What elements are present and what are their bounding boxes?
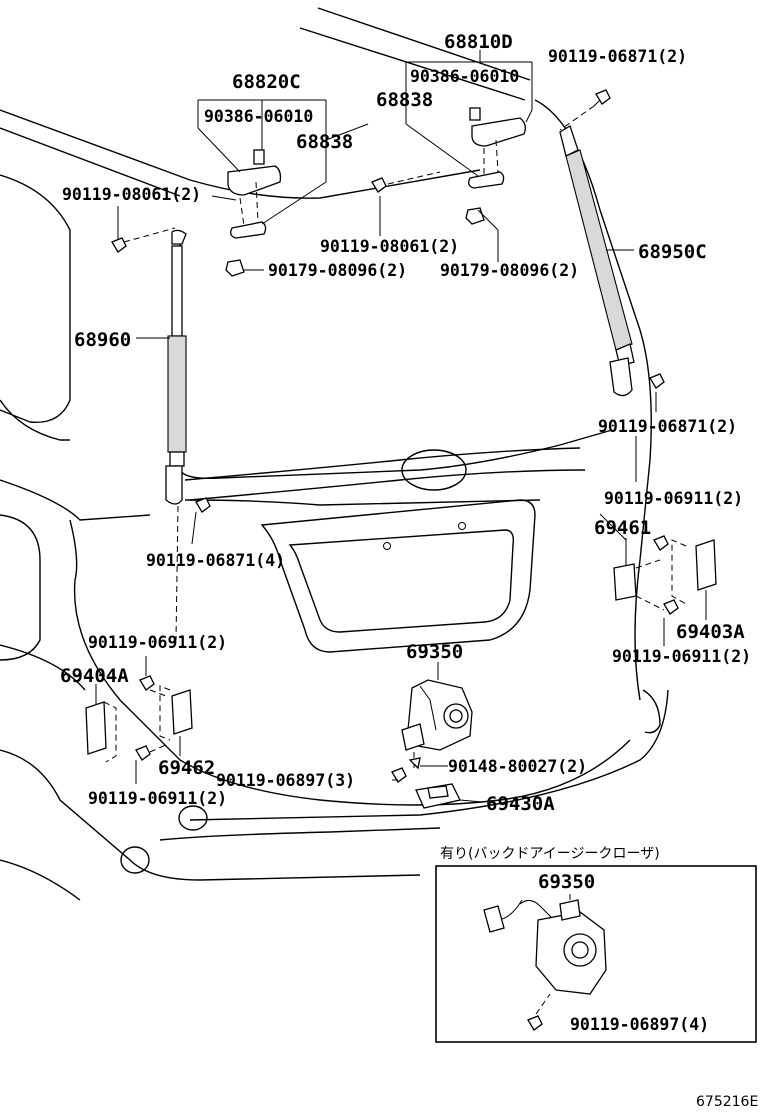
label-68838-left: 68838: [296, 131, 353, 153]
inset-bolt-90119-06897: [527, 993, 551, 1031]
bolt-90119-06897-3: [391, 767, 407, 783]
lock-69350: [401, 662, 473, 772]
label-inset-69350: 69350: [538, 871, 595, 893]
striker-69430A: [415, 783, 483, 809]
bolt-90119-06871-4: [191, 497, 211, 545]
label-90119-06871-mid: 90119-06871(2): [598, 417, 737, 436]
label-90119-06897-3: 90119-06897(3): [216, 771, 355, 790]
label-90119-06911-r2: 90119-06911(2): [612, 647, 751, 666]
label-68960: 68960: [74, 329, 131, 351]
label-inset-title: 有り(バックドアイージークローザ): [440, 846, 660, 862]
leader-lines: [211, 123, 627, 781]
label-90119-06911-l2: 90119-06911(2): [88, 789, 227, 808]
label-90148-80027: 90148-80027(2): [448, 757, 587, 776]
inset-box: [435, 865, 757, 1043]
label-90119-08061-mid: 90119-08061(2): [320, 237, 459, 256]
bolt-90119-06911-l1: [139, 656, 167, 697]
label-68950C: 68950C: [638, 241, 707, 263]
label-inset-90119-06897-4: 90119-06897(4): [570, 1015, 709, 1034]
bolt-90119-06871-top: [559, 89, 611, 131]
bolt-90119-08061-mid: [371, 171, 441, 236]
label-90119-06911-r1: 90119-06911(2): [604, 489, 743, 508]
label-90119-08061-left: 90119-08061(2): [62, 185, 201, 204]
label-68838-right: 68838: [376, 89, 433, 111]
stopper-69462: [159, 685, 193, 756]
label-68820C: 68820C: [232, 71, 301, 93]
hinge-68810D: [405, 50, 533, 225]
label-90119-06871-top: 90119-06871(2): [548, 47, 687, 66]
label-69461: 69461: [594, 517, 651, 539]
label-69350-main: 69350: [406, 641, 463, 663]
diagram-id: 675216E: [696, 1094, 758, 1110]
part-labels: 68810D 90119-06871(2) 90386-06010 68820C…: [60, 31, 758, 1110]
label-68810D: 68810D: [444, 31, 513, 53]
label-90386-06010-left: 90386-06010: [204, 107, 313, 126]
inset-lock-69350: [483, 894, 607, 995]
stopper-69404A: [85, 684, 117, 763]
label-69403A: 69403A: [676, 621, 745, 643]
label-90179-08096-left: 90179-08096(2): [268, 261, 407, 280]
bolt-90119-06911-r1: [653, 535, 669, 551]
label-69404A: 69404A: [60, 665, 129, 687]
label-90179-08096-right: 90179-08096(2): [440, 261, 579, 280]
vehicle-body-outline: [0, 7, 669, 901]
label-69430A: 69430A: [486, 793, 555, 815]
stopper-69403A: [671, 539, 717, 620]
strut-68960: [136, 229, 187, 641]
label-90119-06871-4: 90119-06871(4): [146, 551, 285, 570]
strut-68950C: [559, 125, 665, 412]
label-69462: 69462: [158, 757, 215, 779]
label-90119-06911-l1: 90119-06911(2): [88, 633, 227, 652]
bolt-90119-06911-r2: [663, 599, 679, 646]
bolt-90119-08061-left: [111, 206, 176, 253]
bolt-90119-06911-l2: [135, 743, 169, 784]
stopper-69461: [613, 538, 665, 611]
hinge-68820C: [197, 99, 327, 277]
label-90386-06010-right: 90386-06010: [410, 67, 519, 86]
